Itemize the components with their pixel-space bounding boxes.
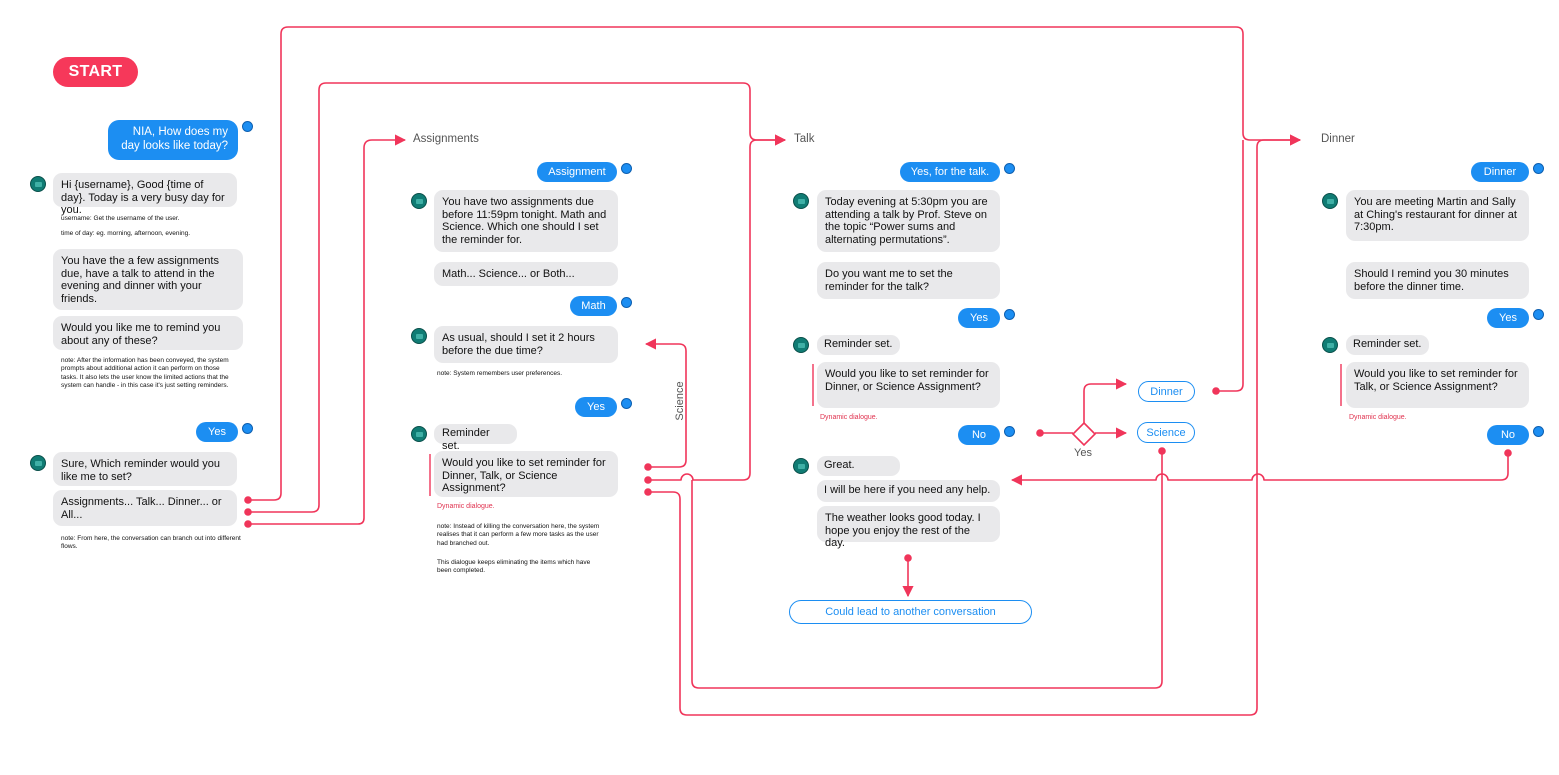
bot-message-great: Great. [817,456,900,476]
branch-label-science: Science [674,381,686,421]
note-eliminating-items: This dialogue keeps eliminating the item… [437,559,591,575]
column-title-dinner: Dinner [1321,133,1355,145]
bot-avatar-icon [1322,337,1338,353]
bot-message-assignments-due: You have two assignments due before 11:5… [434,190,618,252]
bot-message-math-science: Math... Science... or Both... [434,262,618,286]
decision-diamond-icon [1071,421,1097,447]
note-prompt-actions: note: After the information has been con… [61,357,229,389]
user-message-yes-talk: Yes, for the talk. [900,162,1000,182]
bot-message-two-hours: As usual, should I set it 2 hours before… [434,326,618,363]
bot-message-reminder-set: Reminder set. [817,335,900,355]
bot-message-options: Assignments... Talk... Dinner... or All.… [53,490,237,526]
bot-message-reminder-set: Reminder set. [434,424,517,452]
start-badge: START [53,57,138,87]
connector-decision-dinner [1083,378,1128,423]
dynamic-dialogue-label: Dynamic dialogue. [820,414,878,421]
bot-avatar-icon [30,455,46,471]
dynamic-dialogue-label: Dynamic dialogue. [437,503,495,510]
option-science-pill: Science [1137,422,1195,443]
decision-yes-label: Yes [1074,447,1092,459]
note-time-of-day: time of day: eg. morning, afternoon, eve… [61,230,190,237]
user-message-yes: Yes [575,397,617,417]
connector-dinner-option [1216,140,1244,392]
bot-avatar-icon [411,328,427,344]
bot-message-reminder-set: Reminder set. [1346,335,1429,355]
user-avatar-icon [242,121,253,132]
dynamic-dialogue-label: Dynamic dialogue. [1349,414,1407,421]
user-avatar-icon [1004,163,1015,174]
column-title-assignments: Assignments [413,133,479,145]
user-avatar-icon [1004,309,1015,320]
note-preferences: note: System remembers user preferences. [437,370,562,377]
bot-avatar-icon [411,193,427,209]
bot-message-dinner-details: You are meeting Martin and Sally at Chin… [1346,190,1529,241]
another-conversation-pill: Could lead to another conversation [789,600,1032,624]
user-avatar-icon [1533,309,1544,320]
bot-message-summary: You have the a few assignments due, have… [53,249,243,310]
bot-avatar-icon [793,193,809,209]
note-branch: note: From here, the conversation can br… [61,535,241,551]
note-username: username: Get the username of the user. [61,215,180,222]
user-message-no: No [958,425,1000,445]
connector-col2-to-talk [648,134,787,481]
user-message-yes: Yes [958,308,1000,328]
user-message-no: No [1487,425,1529,445]
bot-avatar-icon [30,176,46,192]
bot-message-talk-details: Today evening at 5:30pm you are attendin… [817,190,1000,252]
connector-assignments [248,134,407,525]
note-continue-conversation: note: Instead of killing the conversatio… [437,523,600,547]
connector-science-from-talk [691,451,1163,689]
bot-avatar-icon [793,458,809,474]
bot-message-dinner-reminder: Should I remind you 30 minutes before th… [1346,262,1529,299]
bot-message-offer: Would you like me to remind you about an… [53,316,243,350]
connector-dinner-branch [248,26,1302,501]
option-dinner-pill: Dinner [1138,381,1195,402]
user-avatar-icon [621,297,632,308]
user-avatar-icon [621,398,632,409]
connector-talk-branch [248,82,787,513]
bot-avatar-icon [793,337,809,353]
bot-avatar-icon [411,426,427,442]
bot-message-greeting: Hi {username}, Good {time of day}. Today… [53,173,237,216]
user-avatar-icon [1004,426,1015,437]
user-avatar-icon [621,163,632,174]
user-avatar-icon [1533,426,1544,437]
bot-message-which-reminder: Sure, Which reminder would you like me t… [53,452,237,486]
bot-message-help: I will be here if you need any help. [817,480,1000,502]
bot-avatar-icon [1322,193,1338,209]
bot-message-remaining-reminders: Would you like to set reminder for Dinne… [434,451,618,497]
user-avatar-icon [1533,163,1544,174]
user-message-dinner: Dinner [1471,162,1529,182]
connector-no-to-great [1010,453,1509,486]
user-message-greeting: NIA, How does my day looks like today? [108,120,238,160]
user-message-yes: Yes [196,422,238,442]
bot-message-talk-reminder: Do you want me to set the reminder for t… [817,262,1000,299]
user-message-assignment: Assignment [537,162,617,182]
bot-message-remaining-reminders: Would you like to set reminder for Talk,… [1346,362,1529,408]
connector-col2-bottom-loop [648,134,1302,716]
user-avatar-icon [242,423,253,434]
user-message-math: Math [570,296,617,316]
bot-message-weather: The weather looks good today. I hope you… [817,506,1000,549]
connector-dot-icons [244,387,1512,562]
connector-science-loop [644,338,687,468]
user-message-yes: Yes [1487,308,1529,328]
bot-message-remaining-reminders: Would you like to set reminder for Dinne… [817,362,1000,408]
column-title-talk: Talk [794,133,815,145]
